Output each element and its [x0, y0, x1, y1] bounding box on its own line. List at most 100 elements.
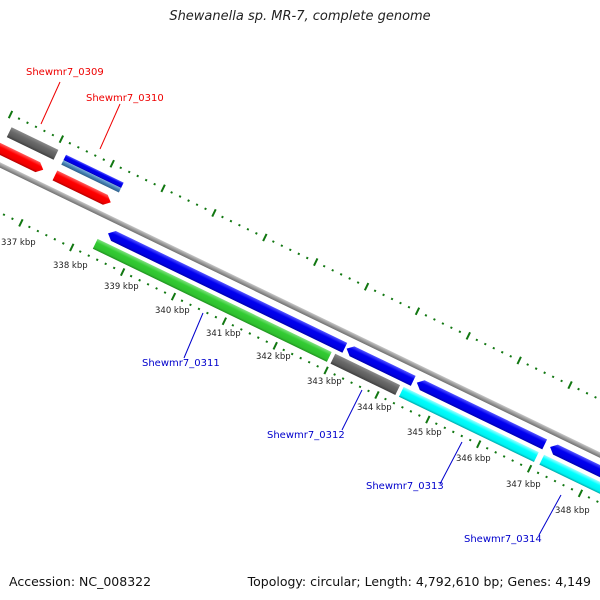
minor-tick	[112, 266, 116, 270]
gene-label-shewmr7-0312[interactable]: Shewmr7_0312	[267, 430, 345, 441]
minor-tick	[178, 195, 182, 198]
gene-blue-reverse-c[interactable]	[414, 378, 548, 450]
minor-tick	[44, 233, 48, 237]
gene-shewmr7-0310[interactable]	[61, 154, 124, 193]
minor-tick	[373, 289, 377, 293]
minor-tick	[238, 223, 241, 227]
tick-label: 339 kbp	[104, 282, 139, 292]
tick-label: 344 kbp	[357, 403, 392, 413]
major-tick	[160, 184, 166, 193]
minor-tick	[163, 291, 167, 294]
gene-label-shewmr7-0313[interactable]: Shewmr7_0313	[366, 481, 444, 492]
minor-tick	[28, 225, 31, 229]
gene-label-shewmr7-0309[interactable]: Shewmr7_0309	[26, 67, 104, 78]
major-tick	[119, 268, 126, 277]
minor-tick	[229, 219, 233, 223]
minor-tick	[271, 240, 275, 243]
minor-tick	[280, 244, 284, 248]
minor-tick	[26, 121, 29, 125]
major-tick	[476, 440, 482, 449]
minor-tick	[434, 422, 438, 426]
minor-tick	[61, 242, 65, 245]
minor-tick	[127, 170, 131, 174]
minor-tick	[221, 215, 224, 219]
minor-tick	[265, 340, 269, 344]
minor-tick	[390, 297, 394, 301]
gene-red-b[interactable]	[52, 170, 114, 207]
major-tick	[313, 258, 319, 267]
inner-tick-ring	[2, 213, 599, 503]
major-tick	[18, 218, 24, 227]
gene-shewmr7-0309[interactable]	[6, 127, 59, 160]
minor-tick	[331, 268, 335, 272]
minor-tick	[494, 451, 498, 454]
tick-label: 337 kbp	[1, 238, 36, 248]
leader-line-0314	[538, 494, 562, 536]
minor-tick	[392, 401, 396, 405]
minor-tick	[51, 133, 55, 137]
minor-tick	[534, 367, 538, 370]
minor-tick	[339, 273, 343, 276]
minor-tick	[246, 227, 250, 231]
outer-tick-ring	[7, 110, 597, 399]
minor-tick	[204, 207, 207, 211]
major-tick	[363, 282, 370, 291]
minor-tick	[443, 426, 447, 430]
gene-shewmr7-0311[interactable]	[92, 238, 332, 362]
gene-blue-reverse-b[interactable]	[344, 344, 416, 386]
gene-shewmr7-0312[interactable]	[330, 353, 401, 395]
minor-tick	[424, 314, 428, 317]
major-tick	[170, 292, 177, 301]
minor-tick	[341, 377, 345, 380]
minor-tick	[146, 283, 150, 286]
gene-blue-reverse-d[interactable]	[548, 442, 600, 488]
track-group	[0, 110, 600, 504]
map-title: Shewanella sp. MR-7, complete genome	[169, 9, 431, 24]
minor-tick	[358, 385, 362, 389]
tick-label: 340 kbp	[155, 306, 190, 316]
minor-tick	[356, 281, 360, 284]
major-tick	[577, 489, 584, 498]
major-tick	[109, 159, 115, 168]
genome-summary-text: Topology: circular; Length: 4,792,610 bp…	[247, 574, 591, 589]
major-tick	[425, 415, 431, 424]
tick-label: 343 kbp	[307, 377, 342, 387]
major-tick	[211, 208, 217, 217]
gene-shewmr7-0314[interactable]	[539, 454, 600, 504]
minor-tick	[553, 479, 557, 483]
minor-tick	[78, 250, 82, 253]
major-tick	[323, 366, 329, 375]
minor-tick	[95, 258, 99, 262]
gene-blue-reverse-a[interactable]	[106, 228, 348, 353]
minor-tick	[305, 256, 309, 260]
major-tick	[221, 317, 228, 326]
minor-tick	[562, 483, 565, 487]
major-tick	[374, 390, 380, 400]
minor-tick	[248, 332, 252, 335]
minor-tick	[206, 311, 209, 315]
gene-red-a[interactable]	[0, 133, 46, 175]
major-tick	[567, 381, 573, 390]
gene-label-shewmr7-0310[interactable]: Shewmr7_0310	[86, 93, 164, 104]
minor-tick	[367, 389, 370, 393]
minor-tick	[214, 315, 218, 319]
minor-tick	[129, 274, 133, 278]
gene-shewmr7-0313[interactable]	[398, 386, 539, 463]
minor-tick	[450, 326, 453, 329]
minor-tick	[483, 342, 487, 346]
minor-tick	[322, 264, 326, 268]
minor-tick	[526, 363, 530, 366]
gene-label-shewmr7-0314[interactable]: Shewmr7_0314	[464, 534, 542, 545]
minor-tick	[307, 360, 311, 364]
major-tick	[262, 233, 268, 242]
major-tick	[7, 110, 14, 119]
minor-tick	[93, 154, 97, 157]
minor-tick	[502, 455, 506, 458]
minor-tick	[543, 371, 546, 375]
major-tick	[516, 356, 522, 365]
major-tick	[69, 243, 75, 252]
minor-tick	[407, 305, 411, 309]
gene-label-shewmr7-0311[interactable]: Shewmr7_0311	[142, 358, 220, 369]
minor-tick	[316, 364, 319, 368]
minor-tick	[68, 141, 72, 145]
